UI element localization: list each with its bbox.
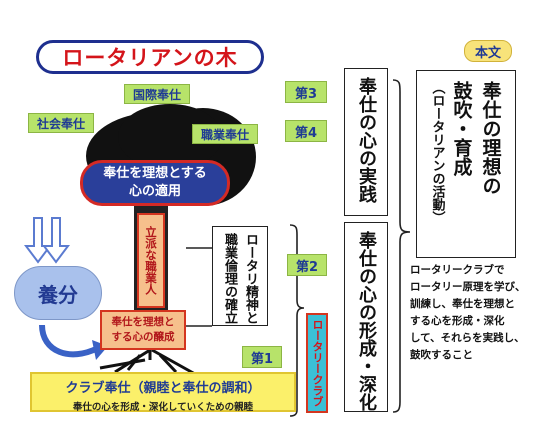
trunk-label-text: 立派な職業人 — [144, 226, 158, 295]
diagram-title: ロータリアンの木 — [36, 40, 264, 74]
nutrient-arrows — [24, 217, 108, 360]
description-line: する心を形成・深化 — [410, 315, 505, 327]
badge-vocational-service: 職業奉仕 — [192, 124, 258, 144]
main-text-line2: 鼓吹・育成 — [450, 81, 473, 176]
label-dai4: 第4 — [285, 120, 327, 142]
crown-line1: 奉仕を理想とする — [103, 166, 207, 181]
rotary-spirit-box: ロータリ精神と職業倫理の確立 — [212, 226, 268, 326]
rotary-club-text: ロータリークラブ — [311, 319, 324, 407]
label-dai3: 第3 — [285, 81, 327, 103]
formation-box: 奉仕の心の形成・深化 — [344, 222, 388, 412]
badge-international-service: 国際奉仕 — [124, 84, 190, 104]
rotary-club-label: ロータリークラブ — [306, 313, 328, 413]
description-line: 鼓吹すること — [410, 349, 473, 361]
connector-lines — [186, 247, 212, 327]
root-line1: 奉仕を理想と — [111, 316, 175, 328]
description-line: して、それらを実践し、 — [410, 332, 525, 344]
trunk-label: 立派な職業人 — [137, 213, 165, 308]
badge-community-service: 社会奉仕 — [28, 113, 94, 133]
description-line: 訓練し、奉仕を理想と — [410, 298, 515, 310]
practice-text: 奉仕の心の実践 — [356, 77, 377, 203]
club-service-main: クラブ奉仕（親睦と奉仕の調和） — [65, 381, 261, 396]
formation-text: 奉仕の心の形成・深化 — [356, 231, 377, 411]
right-brackets — [289, 79, 411, 417]
rotary-spirit-text: ロータリ精神と職業倫理の確立 — [222, 233, 258, 324]
label-dai2: 第2 — [287, 254, 327, 276]
practice-box: 奉仕の心の実践 — [344, 68, 388, 216]
root-label: 奉仕を理想と する心の醸成 — [100, 310, 186, 350]
honbun-badge: 本文 — [464, 40, 512, 62]
label-dai1: 第1 — [242, 346, 282, 368]
main-text-box: 奉仕の理想の 鼓吹・育成 （ロータリアンの活動） — [416, 70, 516, 258]
main-text-line1: 奉仕の理想の — [479, 81, 502, 195]
nutrient-label: 養分 — [14, 266, 102, 320]
description-line: ロータリークラブで — [410, 264, 505, 276]
description-line: ロータリー原理を学び、 — [410, 281, 526, 293]
root-line2: する心の醸成 — [111, 331, 175, 343]
club-service-box: クラブ奉仕（親睦と奉仕の調和） 奉仕の心を形成・深化していくための親睦 — [30, 372, 296, 413]
description-text: ロータリークラブで ロータリー原理を学び、 訓練し、奉仕を理想と する心を形成・… — [410, 262, 542, 364]
club-service-sub: 奉仕の心を形成・深化していくための親睦 — [72, 402, 254, 413]
crown-line2: 心の適用 — [128, 184, 181, 199]
crown-label: 奉仕を理想とする 心の適用 — [80, 160, 230, 206]
main-text-line3: （ロータリアンの活動） — [429, 81, 445, 224]
